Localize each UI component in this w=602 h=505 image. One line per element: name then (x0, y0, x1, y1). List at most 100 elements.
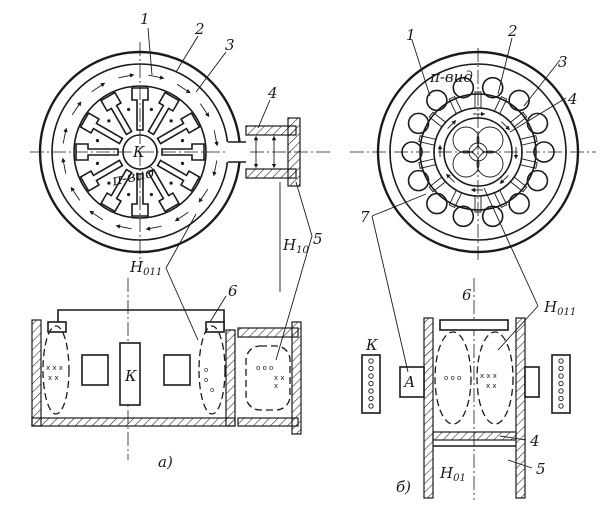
vane-right (163, 354, 191, 386)
top-cap-b (439, 319, 509, 331)
field-dot (127, 192, 131, 197)
field-dot (169, 119, 173, 123)
label-pi-mode-a: π-вид (109, 163, 156, 190)
left-wall (31, 319, 42, 427)
anode-vane (75, 143, 119, 161)
anode-vane (131, 87, 149, 131)
fig-a-top-view (30, 42, 330, 262)
anode-vane (99, 168, 133, 213)
field-ellipse-right (198, 325, 226, 415)
vane-left (81, 354, 109, 386)
right-wall-b (515, 317, 526, 499)
field-arrow (61, 157, 67, 174)
svg-text:x: x (274, 382, 278, 390)
field-dot (95, 161, 100, 165)
field-arrow (70, 186, 81, 201)
label-h011-a: H011 (129, 258, 162, 278)
cavity-lobe (452, 205, 475, 228)
svg-text:o o o: o o o (256, 364, 273, 372)
field-dot (95, 139, 100, 143)
field-dot (107, 119, 111, 123)
h01-mode-lobes (452, 126, 504, 178)
cavity-lobe (407, 112, 430, 135)
caption-a: а) (158, 453, 173, 471)
waveguide-4 (245, 117, 301, 187)
field-arrow (148, 74, 165, 80)
bottom-plate (31, 417, 236, 427)
field-dot (180, 161, 185, 165)
label-3a: 3 (225, 36, 235, 54)
fig-a-side-view: x x x x x o o o o o o x x x (31, 278, 302, 460)
winding-dot (368, 395, 374, 402)
field-arrow (447, 120, 457, 129)
field-dot (149, 192, 153, 197)
label-3b: 3 (558, 53, 568, 71)
label-5a: 5 (313, 230, 323, 248)
svg-text:x x x: x x x (46, 364, 63, 372)
field-arrow (176, 83, 191, 94)
field-arrow (213, 130, 219, 147)
anode-ring (419, 93, 537, 211)
svg-text:x x: x x (274, 374, 285, 382)
cavity-lobe (526, 169, 549, 192)
cathode-circle (122, 134, 158, 170)
waveguide-top-wall (237, 327, 299, 338)
label-h01: H01 (439, 464, 466, 484)
anode-vane (99, 91, 133, 136)
cavity-lobe (426, 89, 448, 112)
field-arrow (71, 101, 82, 116)
label-k-pole: К (365, 336, 378, 354)
winding-dot (368, 380, 374, 387)
h10-field-loop (245, 345, 291, 411)
cavity-lobes (401, 76, 555, 228)
fig-b-side-view: o o o x x x x x (361, 278, 571, 500)
winding-dot (558, 373, 564, 379)
window-4 (432, 431, 517, 441)
field-dot (127, 107, 131, 112)
fig-b-top-view (350, 48, 596, 262)
winding-dot (368, 388, 374, 394)
right-wall (225, 329, 236, 427)
field-markers-b: o o o x x x x x (444, 372, 497, 390)
field-arrow (499, 175, 509, 184)
field-dot (149, 107, 153, 112)
waveguide-bottom-wall (237, 417, 299, 427)
label-2b: 2 (507, 22, 518, 40)
inner-anode-circle (433, 107, 523, 197)
leader-lines (147, 27, 567, 469)
field-arrow (91, 82, 106, 93)
label-cathode-top: К (132, 143, 145, 161)
anode-vane (79, 159, 124, 193)
pole-piece-right (551, 354, 571, 414)
anode-vane (161, 143, 205, 161)
field-dot (107, 181, 111, 185)
label-2a: 2 (194, 20, 205, 38)
winding-dot (558, 380, 564, 387)
label-pi-mode-b: π-вид (429, 68, 473, 86)
strap-a (399, 366, 425, 398)
field-arrow (118, 73, 135, 79)
anode-vane (131, 173, 149, 217)
field-dot (169, 181, 173, 185)
strap-right (524, 366, 540, 398)
caption-b: б) (396, 478, 411, 496)
svg-text:x x: x x (48, 374, 59, 382)
svg-text:x x: x x (486, 382, 497, 390)
cavity-lobe (508, 89, 530, 112)
cavity-lobe (533, 141, 555, 163)
label-4a: 4 (267, 84, 278, 102)
top-plate (57, 309, 225, 330)
left-wall-b (423, 317, 434, 499)
anode-vane (79, 111, 124, 145)
anode-vane (156, 159, 201, 193)
field-ellipse-left-b (434, 331, 472, 425)
field-arrows (61, 73, 219, 231)
field-arrow (212, 160, 218, 177)
field-arrow (501, 121, 510, 131)
field-arrow (89, 210, 104, 221)
coupling-slot (226, 141, 248, 163)
winding-dot (368, 403, 374, 409)
winding-dot (558, 403, 564, 409)
cavity-lobe (526, 112, 549, 135)
label-a: А (403, 373, 415, 391)
